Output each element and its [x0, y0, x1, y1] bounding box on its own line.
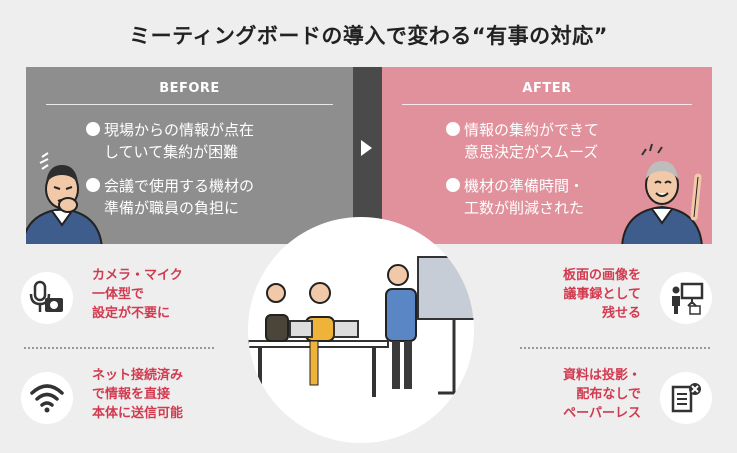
before-item-1: 現場からの情報が点在 していて集約が困難 [86, 119, 254, 163]
meeting-scene-illustration [248, 217, 474, 443]
camera-mic-glyph [29, 280, 63, 312]
after-divider [402, 104, 692, 105]
bullet-dot [446, 122, 460, 136]
before-heading: BEFORE [159, 81, 220, 96]
bullet-dot [86, 178, 100, 192]
before-divider [46, 104, 333, 105]
after-item-2: 機材の準備時間・ 工数が削減された [446, 175, 584, 219]
no-documents-icon [660, 372, 712, 424]
feature-camera-mic: カメラ・マイク 一体型で 設定が不要に [92, 268, 183, 321]
feature-board-image: 板面の画像を 議事録として 残せる [562, 268, 641, 321]
wifi-glyph [30, 384, 64, 413]
after-heading: AFTER [522, 81, 572, 96]
arrow-right-icon [361, 140, 372, 156]
after-item-1: 情報の集約ができて 意思決定がスムーズ [446, 119, 599, 163]
worried-worker-illustration [26, 152, 103, 244]
dotted-separator-right [520, 347, 710, 349]
presentation-board-glyph [672, 282, 704, 315]
wifi-icon [21, 372, 73, 424]
happy-worker-illustration [621, 143, 703, 244]
before-panel: BEFORE 現場からの情報が点在 していて集約が困難 会議で使用する機材の 準… [26, 67, 353, 244]
after-panel: AFTER 情報の集約ができて 意思決定がスムーズ 機材の準備時間・ 工数が削減… [382, 67, 712, 244]
meeting-scene-drawing [248, 256, 474, 397]
bullet-dot [446, 178, 460, 192]
camera-mic-icon [21, 272, 73, 324]
bullet-dot [86, 122, 100, 136]
before-item-2: 会議で使用する機材の 準備が職員の負担に [86, 175, 254, 219]
feature-paperless: 資料は投影・ 配布なしで ペーパーレス [562, 368, 641, 421]
page-title: ミーティングボードの導入で変わる“有事の対応” [129, 24, 608, 48]
feature-network: ネット接続済み で情報を直接 本体に送信可能 [92, 368, 184, 421]
dotted-separator-left [24, 347, 214, 349]
presentation-board-icon [660, 272, 712, 324]
no-documents-glyph [671, 383, 701, 413]
